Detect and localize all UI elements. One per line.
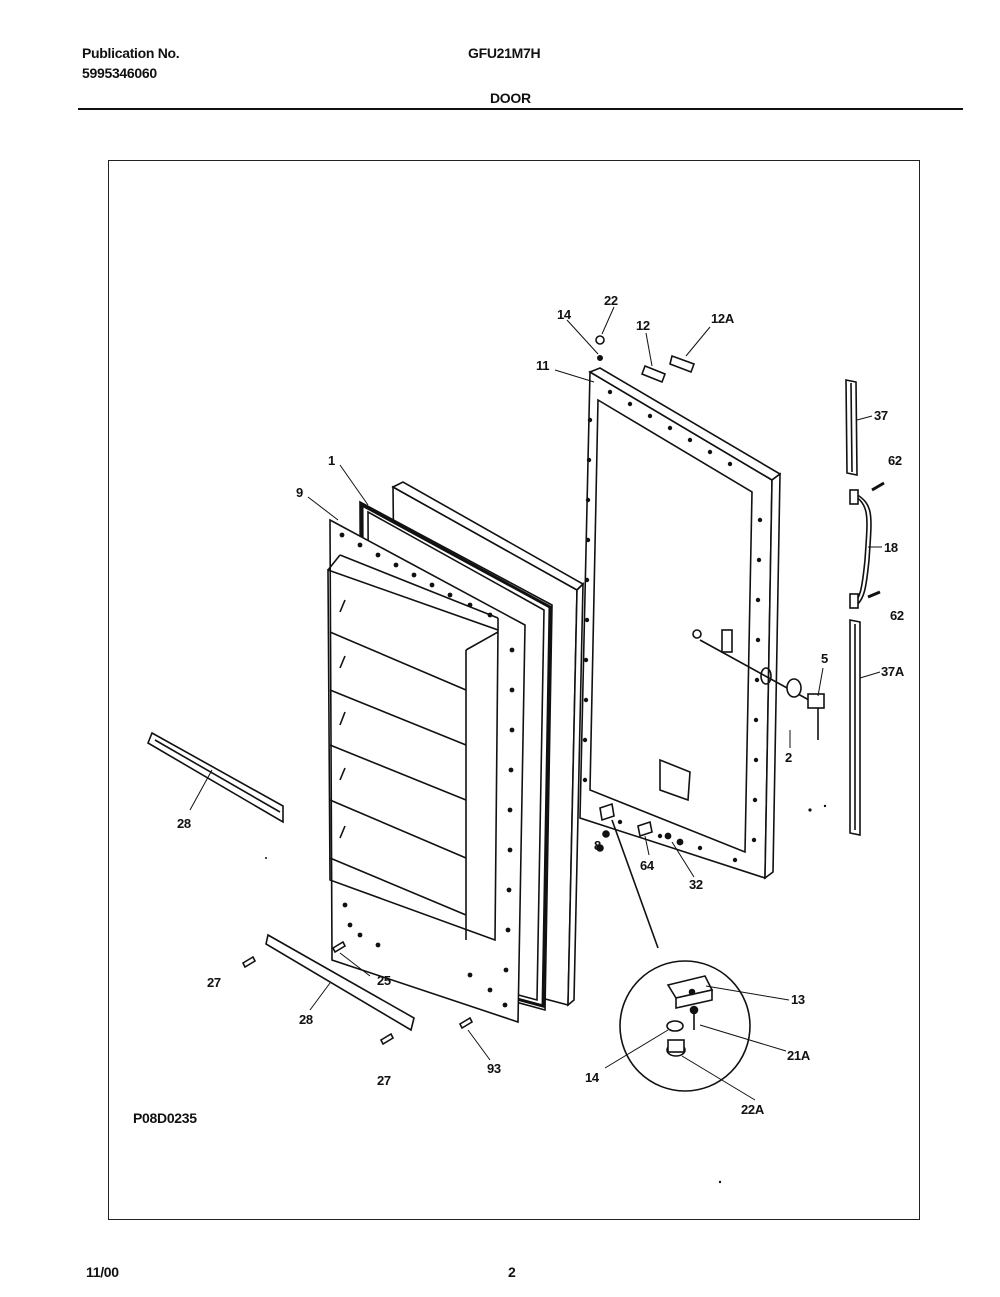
callout-1: 1 (328, 453, 335, 468)
header-rule (78, 108, 963, 110)
toe-grille-28-bottom (265, 933, 415, 1032)
callout-12a: 12A (711, 311, 734, 326)
toe-grille-28-left (147, 731, 284, 824)
callout-25: 25 (377, 973, 391, 988)
callout-2: 2 (785, 750, 792, 765)
callout-22: 22 (604, 293, 618, 308)
callout-28-left: 28 (177, 816, 191, 831)
publication-number: 5995346060 (82, 65, 157, 81)
handle-trim-37 (845, 379, 858, 476)
callout-13: 13 (791, 992, 805, 1007)
callout-8: 8 (594, 838, 601, 853)
callout-22a: 22A (741, 1102, 764, 1117)
callout-18: 18 (884, 540, 898, 555)
callout-9: 9 (296, 485, 303, 500)
callout-27-left: 27 (207, 975, 221, 990)
callout-37: 37 (874, 408, 888, 423)
stray-marks (265, 804, 827, 1184)
leader-lines (189, 306, 882, 1101)
callout-64: 64 (640, 858, 654, 873)
callout-11: 11 (536, 358, 550, 373)
part-22 (595, 335, 605, 345)
callout-14-detail: 14 (585, 1070, 599, 1085)
callout-5: 5 (821, 651, 828, 666)
breaker-frame (579, 367, 782, 880)
callout-32: 32 (689, 877, 703, 892)
handle-trim-37a (849, 619, 861, 836)
section-title: DOOR (490, 90, 531, 106)
callout-14-top: 14 (557, 307, 571, 322)
screws-bottom (241, 940, 474, 1046)
part-14-top (596, 354, 603, 361)
footer-date: 11/00 (86, 1264, 119, 1280)
callout-21a: 21A (787, 1048, 810, 1063)
lock-assembly (692, 629, 825, 740)
part-12 (640, 364, 667, 384)
door-handle-18 (849, 489, 872, 609)
handle-screws-62 (867, 481, 885, 599)
callout-28-bottom: 28 (299, 1012, 313, 1027)
liner-screw-holes (339, 532, 515, 1008)
callout-62-top: 62 (888, 453, 902, 468)
model-number: GFU21M7H (468, 45, 541, 61)
drawing-code: P08D0235 (133, 1110, 197, 1126)
page-number: 2 (508, 1264, 516, 1280)
diagram-frame (108, 160, 920, 1220)
callout-93: 93 (487, 1061, 501, 1076)
callout-37a: 37A (881, 664, 904, 679)
publication-label: Publication No. (82, 45, 180, 61)
callout-27-bottom: 27 (377, 1073, 391, 1088)
callout-12: 12 (636, 318, 650, 333)
callout-62-bottom: 62 (890, 608, 904, 623)
hinge-parts (596, 802, 684, 949)
door-inner-liner (327, 518, 526, 1024)
hinge-detail-circle (619, 960, 751, 1092)
frame-screw-holes (582, 389, 763, 863)
part-12a (669, 354, 696, 374)
